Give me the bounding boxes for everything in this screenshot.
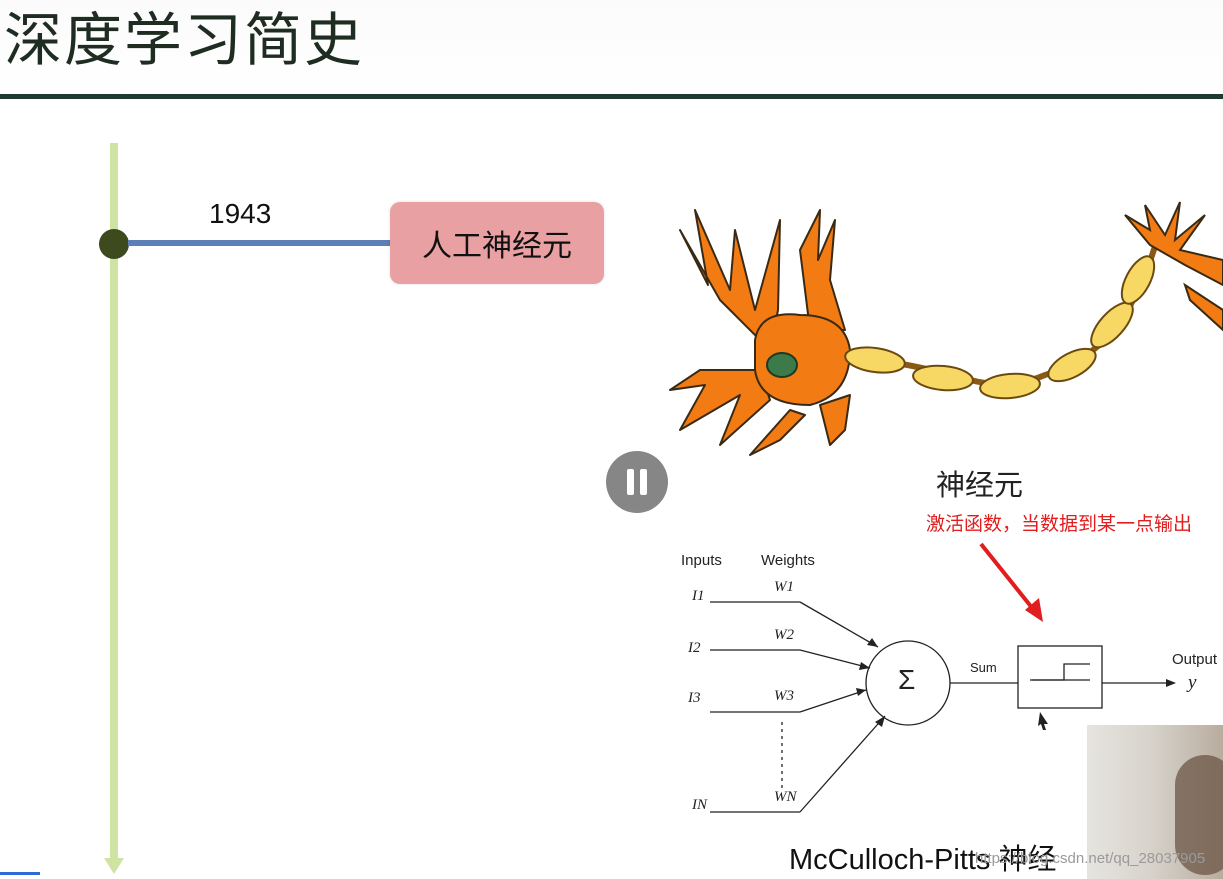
webcam-overlay [1087, 725, 1223, 879]
output-var: y [1188, 672, 1197, 693]
pause-button[interactable] [606, 451, 668, 513]
timeline-marker [99, 229, 129, 259]
timeline-connector [128, 240, 390, 246]
output-label: Output [1172, 651, 1218, 668]
timeline-event-box: 人工神经元 [390, 202, 604, 284]
timeline-event-label: 人工神经元 [422, 229, 572, 264]
progress-indicator [0, 872, 40, 875]
input-1: I1 [692, 588, 705, 604]
presenter-image [1175, 755, 1223, 875]
mouse-cursor-icon [1038, 712, 1048, 730]
weight-2: W2 [774, 627, 794, 643]
nucleus [766, 352, 798, 378]
sum-label: Sum [970, 660, 997, 675]
diagram-caption: McCulloch-Pitts 神经 [789, 844, 1057, 876]
slide-title: 深度学习简史 [4, 6, 365, 74]
neuron-illustration [669, 201, 1223, 456]
weight-1: W1 [774, 579, 794, 595]
timeline-year: 1943 [209, 198, 272, 229]
pause-icon [627, 469, 634, 495]
input-n: IN [692, 797, 707, 813]
timeline-axis [110, 143, 118, 865]
title-rule [0, 94, 1223, 99]
annotation-note: 激活函数，当数据到某一点输出 [926, 513, 1193, 535]
annotation-arrow-icon [979, 542, 1043, 622]
mcp-diagram [710, 601, 1176, 813]
input-3: I3 [688, 690, 701, 706]
inputs-header: Inputs [681, 552, 722, 569]
timeline-arrow-icon [104, 858, 124, 874]
neuron-caption: 神经元 [936, 468, 1024, 502]
sum-symbol: Σ [898, 664, 916, 695]
input-2: I2 [688, 640, 701, 656]
slide-header: 深度学习简史 [0, 0, 1223, 96]
weight-n: WN [774, 789, 797, 805]
weights-header: Weights [761, 552, 815, 569]
watermark: https://blog.csdn.net/qq_28037905 [975, 850, 1206, 867]
weight-3: W3 [774, 688, 794, 704]
